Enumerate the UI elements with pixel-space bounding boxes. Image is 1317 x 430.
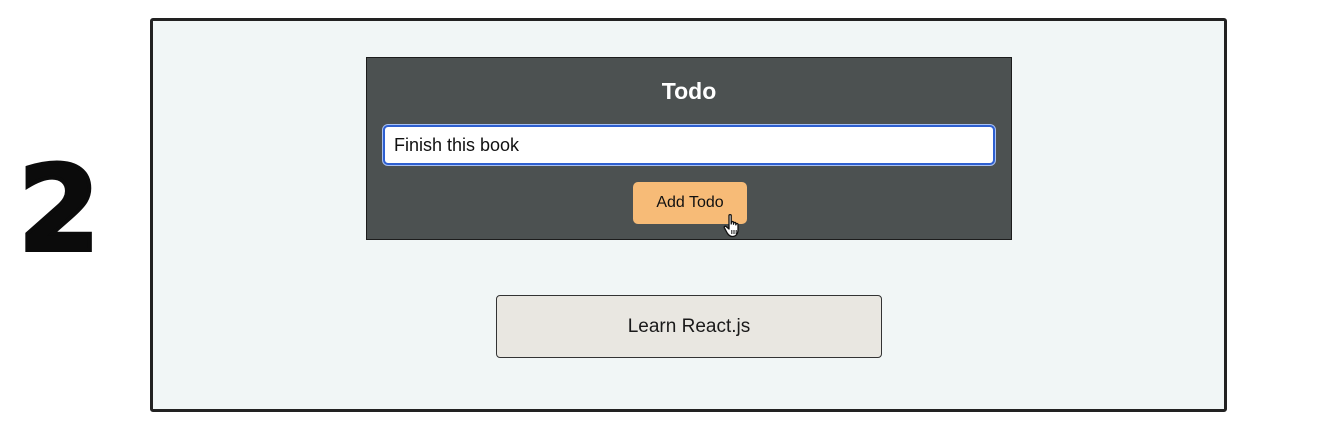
- app-frame: Todo Add Todo Learn React.js: [150, 18, 1227, 412]
- todo-form-panel: Todo Add Todo: [366, 57, 1012, 240]
- step-number: 2: [16, 140, 102, 278]
- hand-pointer-icon: [723, 213, 739, 238]
- todo-title: Todo: [661, 78, 717, 104]
- todo-item[interactable]: Learn React.js: [496, 295, 882, 358]
- add-todo-button[interactable]: Add Todo: [633, 182, 747, 224]
- todo-input[interactable]: [383, 125, 995, 165]
